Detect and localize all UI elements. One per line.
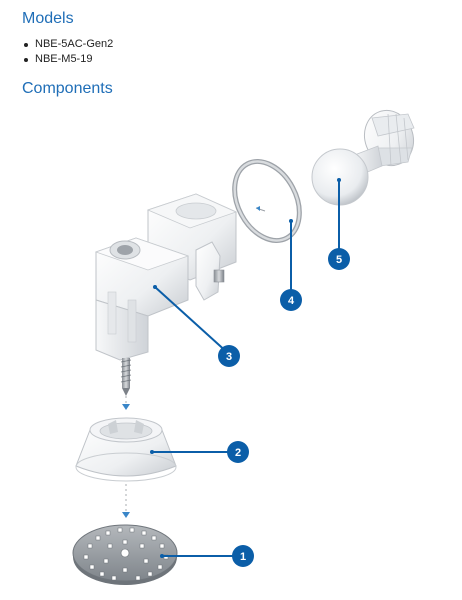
model-item-nbe-5ac-gen2: NBE-5AC-Gen2: [22, 37, 113, 52]
model-item-nbe-m5-19: NBE-M5-19: [22, 52, 113, 67]
models-list: NBE-5AC-Gen2 NBE-M5-19: [22, 37, 113, 67]
bullet: [24, 58, 28, 62]
ring-part: [232, 158, 302, 244]
guide-arrow: [122, 512, 130, 518]
callout-number: 4: [288, 295, 295, 307]
callout-badge-4: 4: [280, 289, 302, 311]
collar-part: [75, 417, 177, 482]
callout-badge-2: 2: [227, 441, 249, 463]
models-heading: Models: [22, 10, 74, 27]
callout-number: 2: [235, 447, 241, 459]
mount-bracket-part: [94, 193, 238, 396]
ball-joint-part: [311, 109, 415, 206]
callout-number: 1: [240, 551, 246, 563]
callout-line-3: [154, 286, 230, 355]
callout-badge-3: 3: [218, 345, 240, 367]
components-heading: Components: [22, 80, 113, 97]
guide-arrow: [122, 404, 130, 410]
callout-number: 5: [336, 254, 342, 266]
bullet: [24, 43, 28, 47]
callout-anchors: [150, 178, 341, 558]
model-item-label: NBE-M5-19: [35, 53, 93, 65]
base-plate-part: [72, 524, 178, 585]
callout-badge-5: 5: [328, 248, 350, 270]
callout-badge-1: 1: [232, 545, 254, 567]
callout-number: 3: [226, 351, 232, 363]
callout-lines: [152, 180, 340, 557]
model-item-label: NBE-5AC-Gen2: [35, 38, 114, 50]
